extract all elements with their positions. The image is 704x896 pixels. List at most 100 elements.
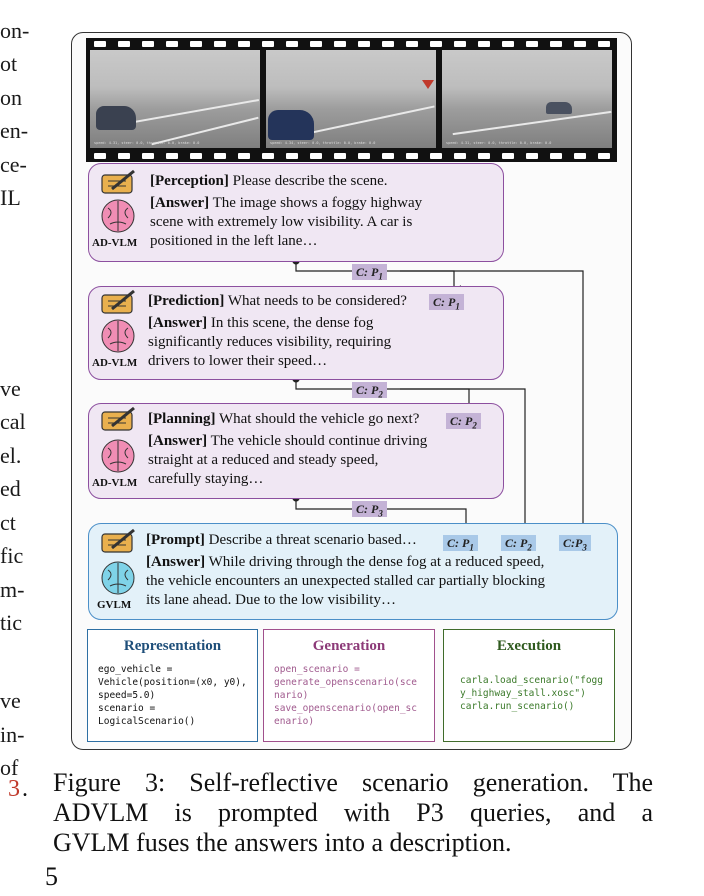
pencil-note-icon: [100, 169, 136, 200]
warning-sign-icon: [422, 80, 434, 89]
film-perforation: [406, 41, 418, 47]
film-perforation: [478, 153, 490, 159]
film-perforation: [142, 41, 154, 47]
left-column-fragment: cal: [0, 409, 26, 434]
film-perforation: [118, 153, 130, 159]
left-column-fragment: en-: [0, 118, 29, 143]
brain-icon: [100, 560, 136, 601]
film-perforation: [526, 153, 538, 159]
film-perforation: [358, 41, 370, 47]
left-column-fragment: ed: [0, 476, 21, 501]
film-perforation: [502, 153, 514, 159]
brain-icon: [100, 318, 136, 359]
caption-line: ADVLM is prompted with P3 queries, and a: [53, 798, 653, 827]
film-perforation: [430, 41, 442, 47]
film-perforation: [142, 153, 154, 159]
film-perforation: [214, 153, 226, 159]
film-perforation: [574, 153, 586, 159]
fog-frame-1: speed: 4.31, steer: 0.0, throttle: 0.0, …: [90, 50, 260, 148]
representation-code: ego_vehicle = Vehicle(position=(x0, y0),…: [98, 664, 247, 727]
reference-dot: .: [22, 776, 28, 802]
model-label: AD-VLM: [92, 237, 138, 249]
film-perforation: [598, 153, 610, 159]
page-number: 5: [45, 862, 58, 891]
model-label: AD-VLM: [92, 477, 138, 489]
filmstrip: speed: 4.31, steer: 0.0, throttle: 0.0, …: [86, 38, 617, 162]
car-shape: [546, 102, 572, 114]
execution-box: Execution carla.load_scenario("fogg y_hi…: [443, 629, 615, 742]
left-column-fragment: fic: [0, 543, 24, 568]
car-shape: [268, 110, 314, 140]
caption-line: Figure 3: Self-reflective scenario gener…: [53, 768, 653, 797]
context-tag-p1-inline: C: P1: [429, 294, 464, 311]
execution-code: carla.load_scenario("fogg y_highway_stal…: [460, 675, 603, 712]
brain-icon: [100, 438, 136, 479]
film-perforation: [118, 41, 130, 47]
execution-title: Execution: [496, 638, 562, 654]
film-perforation: [574, 41, 586, 47]
car-shape: [96, 106, 136, 130]
left-column-fragment: IL: [0, 185, 21, 210]
prediction-qa: [Prediction] What needs to be considered…: [148, 293, 407, 369]
left-column-fragment: ve: [0, 688, 21, 713]
film-perforation: [550, 41, 562, 47]
left-column-fragment: tic: [0, 610, 22, 635]
film-perforation: [262, 41, 274, 47]
film-perforation: [94, 153, 106, 159]
context-tag-p3: C: P3: [352, 501, 387, 518]
frame-caption: speed: 4.31, steer: 0.0, throttle: 0.0, …: [446, 141, 552, 145]
pencil-note-icon: [100, 289, 136, 320]
film-perforation: [454, 153, 466, 159]
film-perforation: [526, 41, 538, 47]
planning-qa: [Planning] What should the vehicle go ne…: [148, 411, 428, 487]
generation-title: Generation: [312, 638, 386, 654]
left-column-fragment: in-: [0, 722, 25, 747]
film-perforation: [94, 41, 106, 47]
figure-caption: Figure 3: Self-reflective scenario gener…: [53, 768, 653, 858]
film-perforation: [406, 153, 418, 159]
fog-frame-3: speed: 4.31, steer: 0.0, throttle: 0.0, …: [442, 50, 612, 148]
left-column-fragment: ve: [0, 376, 21, 401]
film-perforation: [430, 153, 442, 159]
film-perforation: [310, 153, 322, 159]
pencil-note-icon: [100, 528, 136, 559]
film-perforation: [286, 41, 298, 47]
context-tag-p2: C: P2: [352, 382, 387, 399]
representation-title: Representation: [123, 638, 222, 654]
film-perforation: [310, 41, 322, 47]
brain-icon: [100, 198, 136, 239]
film-perforation: [238, 153, 250, 159]
left-column-fragment: on-: [0, 18, 30, 43]
model-label: GVLM: [97, 599, 132, 611]
generation-code: open_scenario = generate_openscenario(sc…: [274, 664, 417, 727]
film-perforation: [286, 153, 298, 159]
film-perforation: [238, 41, 250, 47]
context-tag-p2-inline: C: P2: [446, 413, 481, 430]
film-perforation: [334, 41, 346, 47]
film-perforation: [214, 41, 226, 47]
frame-caption: speed: 4.31, steer: 0.0, throttle: 0.0, …: [94, 141, 200, 145]
film-perforation: [190, 41, 202, 47]
film-perforation: [382, 153, 394, 159]
film-perforation: [358, 153, 370, 159]
left-column-fragment: el.: [0, 443, 22, 468]
film-perforation: [478, 41, 490, 47]
left-column-fragment: ct: [0, 510, 16, 535]
context-tag-p1-final: C: P1: [443, 535, 478, 552]
perception-panel: [88, 163, 504, 262]
left-column-fragment: on: [0, 85, 22, 110]
film-perforation: [382, 41, 394, 47]
left-column-fragment: ot: [0, 51, 18, 76]
fog-frame-2: speed: 4.34, steer: 0.0, throttle: 0.0, …: [266, 50, 436, 148]
caption-line: GVLM fuses the answers into a descriptio…: [53, 828, 512, 857]
left-column-fragment: ce-: [0, 152, 27, 177]
pencil-note-icon: [100, 406, 136, 437]
film-perforation: [190, 153, 202, 159]
film-perforation: [550, 153, 562, 159]
representation-box: Representation ego_vehicle = Vehicle(pos…: [87, 629, 258, 742]
film-perforation: [454, 41, 466, 47]
context-tag-p1: C: P1: [352, 264, 387, 281]
film-perforation: [166, 41, 178, 47]
model-label: AD-VLM: [92, 357, 138, 369]
context-tag-p2-final: C: P2: [501, 535, 536, 552]
